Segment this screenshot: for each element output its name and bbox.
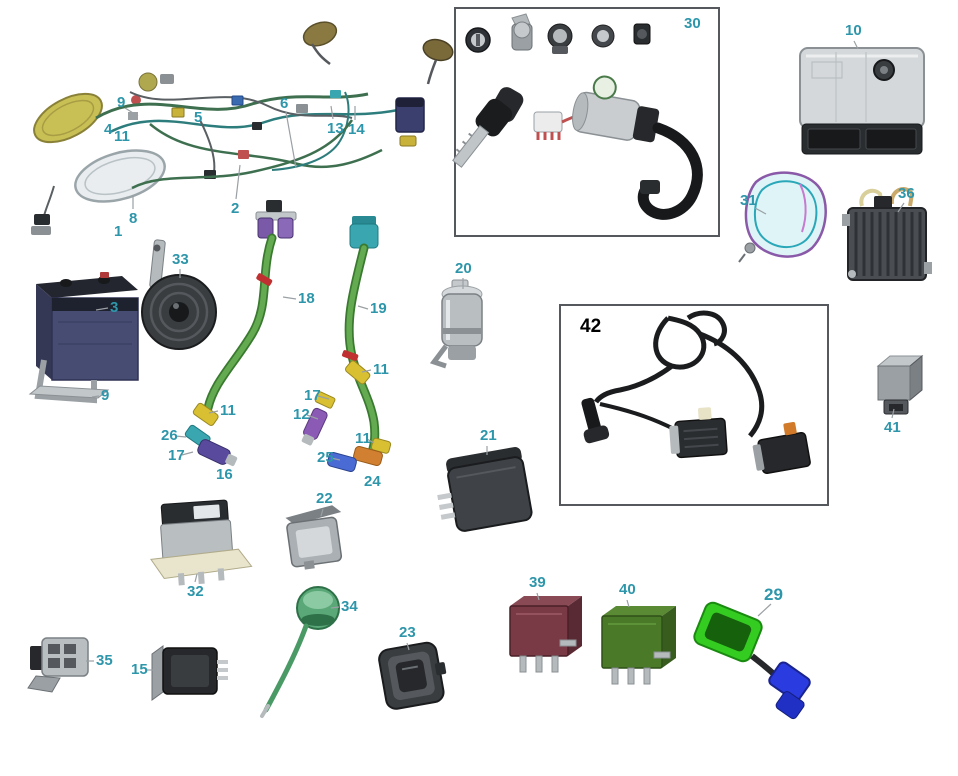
flasher-22-part [285, 505, 343, 570]
relay-21-part [437, 447, 533, 532]
connector-35-part [27, 637, 89, 693]
relay-39-part [509, 596, 582, 673]
switch-23-part [378, 641, 447, 710]
ignition-coil-assembly-part [581, 310, 811, 475]
main-wiring-harness-part [31, 21, 454, 235]
voltage-regulator-part [842, 187, 932, 281]
ignition-keys-part [452, 87, 524, 168]
battery-bracket-part [28, 359, 110, 404]
relay-40-part [601, 606, 676, 685]
spark-plug-cable-right-part [327, 216, 392, 472]
spark-plug-part [301, 391, 336, 446]
lock-cylinder-set-part [465, 13, 651, 54]
sensor-29-part [693, 601, 811, 720]
sensor-41-part [876, 354, 924, 415]
ecu-module-part [799, 47, 925, 155]
relay-15-part [151, 645, 228, 701]
relay-32-part [149, 499, 253, 586]
battery-part [36, 272, 139, 381]
side-cover-part [738, 171, 827, 263]
ignition-switch-part [533, 75, 703, 220]
cap-dipstick-34-part [260, 586, 340, 718]
horn-part [141, 239, 217, 350]
spark-plug-cable-left-part [184, 200, 297, 467]
valve-unit-part [429, 279, 483, 369]
